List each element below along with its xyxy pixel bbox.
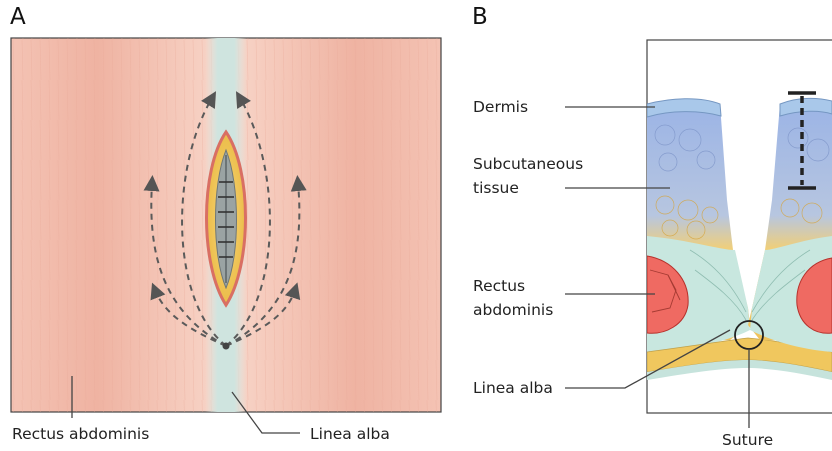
label-rectus-line1: Rectus: [473, 276, 525, 297]
panel-b-figure: [565, 40, 832, 428]
label-linea-alba-b: Linea alba: [473, 378, 553, 399]
label-subcutaneous-line1: Subcutaneous: [473, 154, 583, 175]
label-linea-alba-a: Linea alba: [310, 424, 390, 445]
label-dermis: Dermis: [473, 97, 528, 118]
label-subcutaneous-line2: tissue: [473, 178, 519, 199]
label-rectus-abdominis-a: Rectus abdominis: [12, 424, 149, 445]
label-rectus-line2: abdominis: [473, 300, 553, 321]
label-suture: Suture: [722, 430, 773, 451]
panel-a-figure: [11, 38, 441, 433]
